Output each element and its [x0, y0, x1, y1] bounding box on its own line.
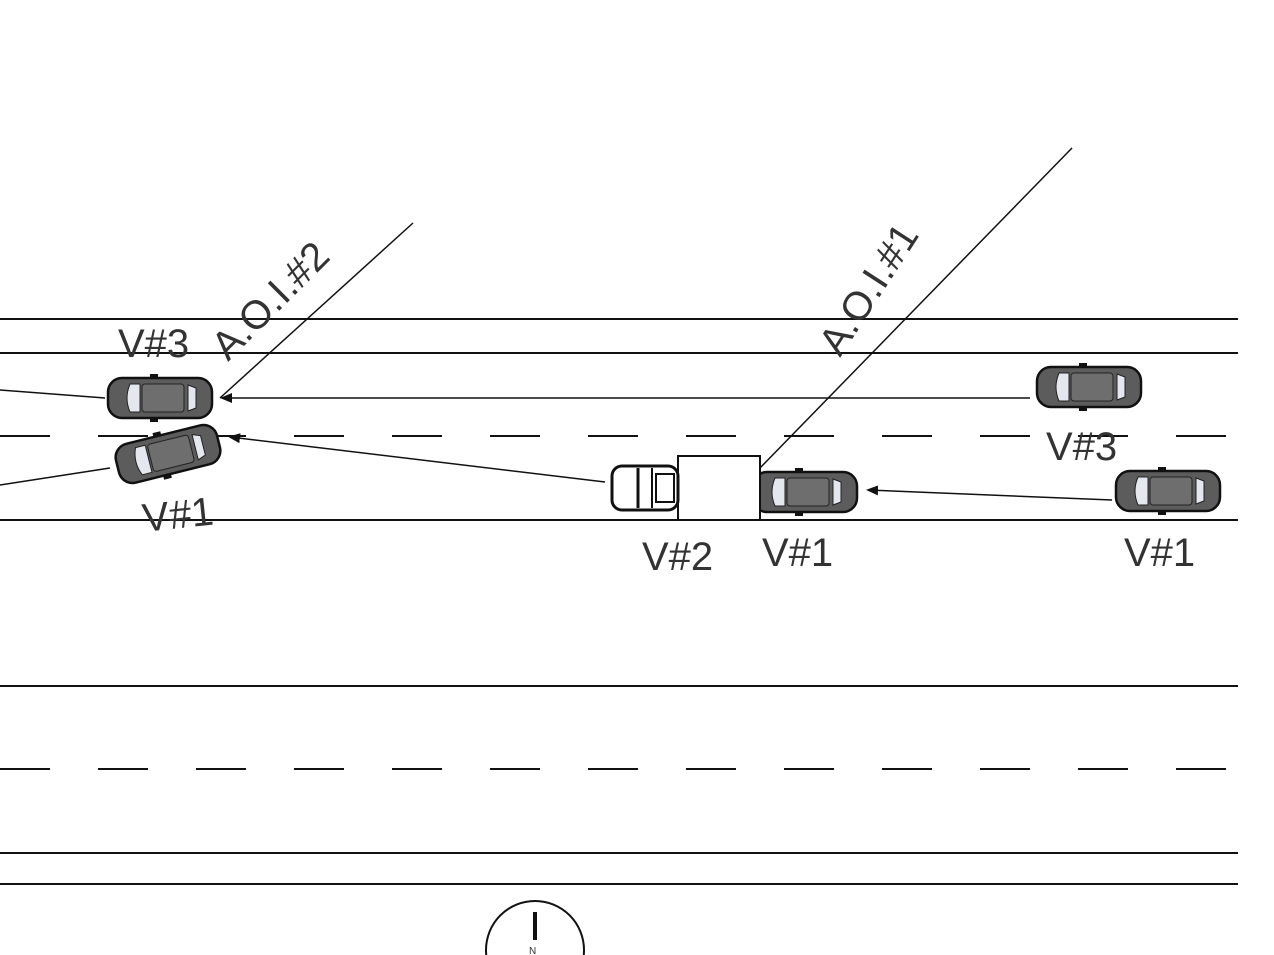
- car-icon: [106, 372, 214, 424]
- lower-roadway: [0, 685, 1238, 885]
- aoi-2-leader: [219, 222, 414, 399]
- v1-right-label: V#1: [1124, 531, 1195, 575]
- v3-left-label: V#3: [118, 322, 189, 366]
- v1-left-label: V#1: [140, 490, 215, 541]
- north-arrow-icon: N: [485, 900, 585, 955]
- car-icon: [1114, 465, 1222, 517]
- v1-path-right: [866, 485, 1113, 501]
- v2-truck-label: V#2: [642, 535, 713, 579]
- car-icon: [751, 466, 859, 518]
- v1-center-label: V#1: [762, 531, 833, 575]
- north-label: N: [529, 946, 536, 955]
- v1-exit-path: [0, 467, 111, 486]
- v1-path-to-aoi2: [228, 433, 606, 483]
- truck-icon: [610, 455, 761, 521]
- car-icon: [1035, 361, 1143, 413]
- v3-exit-path: [0, 389, 106, 399]
- aoi-1-leader: [759, 147, 1073, 469]
- aoi-1-label: A.O.I.#1: [811, 216, 928, 363]
- aoi-2-label: A.O.I.#2: [203, 233, 338, 368]
- v3-right-label: V#3: [1046, 425, 1117, 469]
- car-icon: [110, 416, 226, 492]
